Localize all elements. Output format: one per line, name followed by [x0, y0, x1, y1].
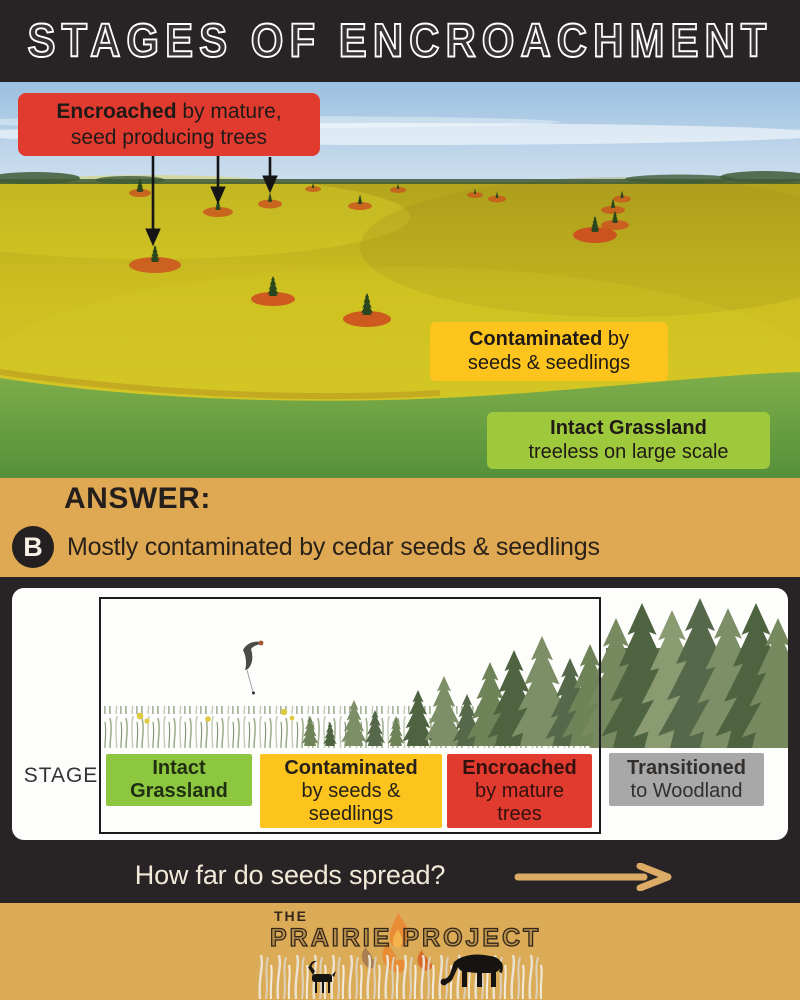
tree-halo	[305, 183, 321, 192]
tree-halo	[601, 211, 629, 230]
tree-halo	[129, 178, 151, 197]
label-encroached: Encroached by mature, seed producing tre…	[18, 93, 320, 157]
tree-halo	[573, 216, 617, 243]
study-area-border	[99, 597, 601, 834]
tree-halo	[129, 245, 181, 273]
stages-section: STAGE Intact Grassland Contaminated by s…	[0, 577, 800, 903]
right-arrow-icon	[514, 863, 672, 891]
tree-halo	[203, 199, 233, 217]
bird-icon	[243, 640, 264, 695]
page-title: STAGES OF ENCROACHMENT	[27, 13, 773, 68]
stage-box-intact-grassland: Intact Grassland	[106, 754, 252, 806]
cedar-gradient-row	[301, 636, 619, 746]
label-contaminated: Contaminated by seeds & seedlings	[430, 322, 668, 381]
answer-band: ANSWER: B Mostly contaminated by cedar s…	[0, 478, 800, 577]
grassland-photo-art	[0, 82, 800, 478]
tree-halo	[348, 195, 372, 210]
down-arrow-icons	[145, 155, 278, 247]
answer-option-badge: B	[12, 526, 54, 568]
tree-halo	[251, 276, 295, 306]
woodland-mass	[579, 598, 788, 748]
stage-box-contaminated: Contaminated by seeds & seedlings	[260, 754, 442, 828]
tree-halo	[613, 191, 631, 203]
question-text: How far do seeds spread?	[134, 860, 446, 890]
tree-halo	[467, 189, 483, 198]
answer-row: B Mostly contaminated by cedar seeds & s…	[12, 526, 600, 568]
cow-icon	[440, 954, 503, 987]
tree-halo	[488, 192, 506, 203]
header: STAGES OF ENCROACHMENT	[0, 0, 800, 82]
stage-box-transitioned: Transitioned to Woodland	[609, 753, 764, 806]
stages-illustration	[99, 597, 788, 834]
cedar-trees-in-field	[129, 178, 631, 327]
horizon-treeline	[0, 171, 800, 184]
seed-dot	[252, 691, 255, 695]
tree-halo	[601, 199, 625, 214]
goat-icon	[308, 960, 336, 993]
grassland-photo: Encroached by mature, seed producing tre…	[0, 82, 800, 478]
field-shadow	[360, 177, 800, 317]
tree-halo	[390, 184, 406, 193]
stage-box-encroached: Encroached by mature trees	[447, 754, 592, 828]
tree-halo	[258, 193, 282, 209]
answer-text: Mostly contaminated by cedar seeds & see…	[67, 532, 600, 561]
olive-streak	[0, 369, 441, 400]
footer: THE PRAIRIE PROJECT	[0, 903, 800, 1000]
label-intact-grassland: Intact Grassland treeless on large scale	[487, 412, 770, 469]
field-highlight	[0, 175, 410, 259]
stages-panel: STAGE Intact Grassland Contaminated by s…	[12, 588, 788, 840]
stage-axis-label: STAGE	[23, 764, 99, 787]
answer-heading: ANSWER:	[64, 482, 211, 515]
brand-the: THE	[274, 908, 308, 924]
flower-icons	[136, 708, 295, 724]
brand-name: PRAIRIE PROJECT	[269, 923, 542, 952]
tree-halo	[343, 293, 391, 327]
